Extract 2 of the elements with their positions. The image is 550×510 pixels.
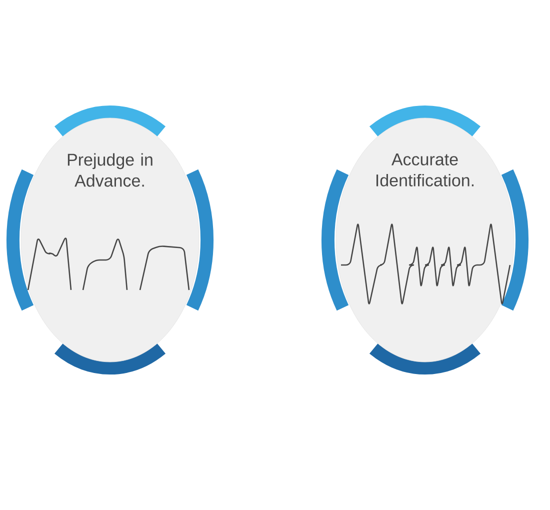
circle-node: Prejudge in Advance. — [6, 106, 214, 374]
circle-node: Accurate Identification. — [321, 106, 529, 374]
